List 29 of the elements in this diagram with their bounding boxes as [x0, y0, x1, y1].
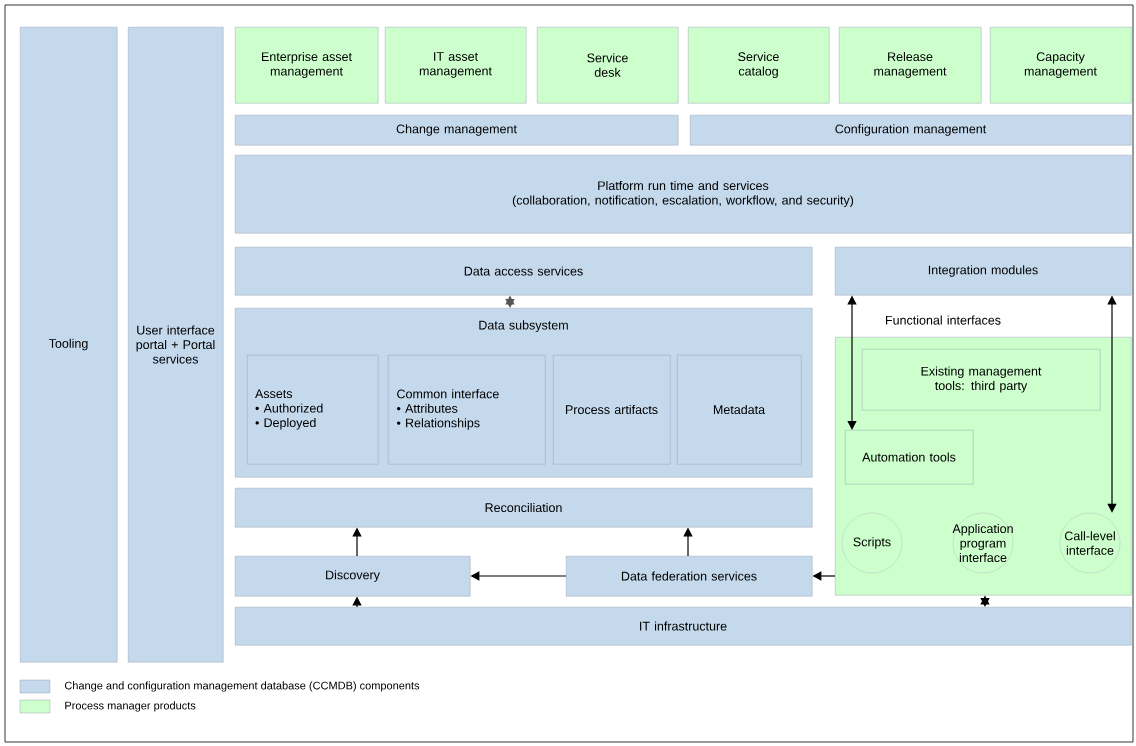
product-box: Automation tools — [845, 430, 974, 485]
component-box: Data access services — [235, 247, 813, 296]
component-box: Metadata — [677, 355, 802, 465]
product-box: Existing management tools: third party — [862, 349, 1101, 411]
component-box: Discovery — [235, 556, 471, 597]
product-box: Release management — [839, 27, 982, 104]
component-box: Process artifacts — [553, 355, 671, 465]
component-box: Common interface • Attributes • Relationships — [388, 355, 546, 465]
legend-label: Change and configuration management database (CCMDB) components — [64, 681, 420, 692]
component-box: Tooling — [20, 27, 118, 663]
legend-label: Process manager products — [65, 701, 196, 712]
component-box: Change management — [235, 115, 679, 146]
circle-node: Application program interface — [952, 512, 1014, 574]
component-box: Platform run time and services (collaboration, notification, escalation, workflow, and security) — [235, 155, 1132, 234]
component-box: Configuration management — [690, 115, 1132, 146]
product-box: Service desk — [537, 27, 679, 104]
component-box: Reconciliation — [235, 488, 813, 528]
node-label: Functional interfaces — [886, 315, 1001, 325]
component-box: User interface portal + Portal services — [128, 27, 224, 663]
product-box: Service catalog — [688, 27, 830, 104]
product-box: Capacity management — [990, 27, 1132, 104]
component-box: Assets • Authorized • Deployed — [247, 355, 379, 465]
circle-node: Scripts — [841, 512, 903, 574]
circle-node: Call-level interface — [1059, 512, 1121, 574]
product-box: IT asset management — [385, 27, 527, 104]
component-box: IT infrastructure — [235, 607, 1132, 646]
component-box: Data federation services — [566, 556, 813, 597]
component-box: Integration modules — [835, 247, 1132, 296]
product-box: Enterprise asset management — [235, 27, 379, 104]
